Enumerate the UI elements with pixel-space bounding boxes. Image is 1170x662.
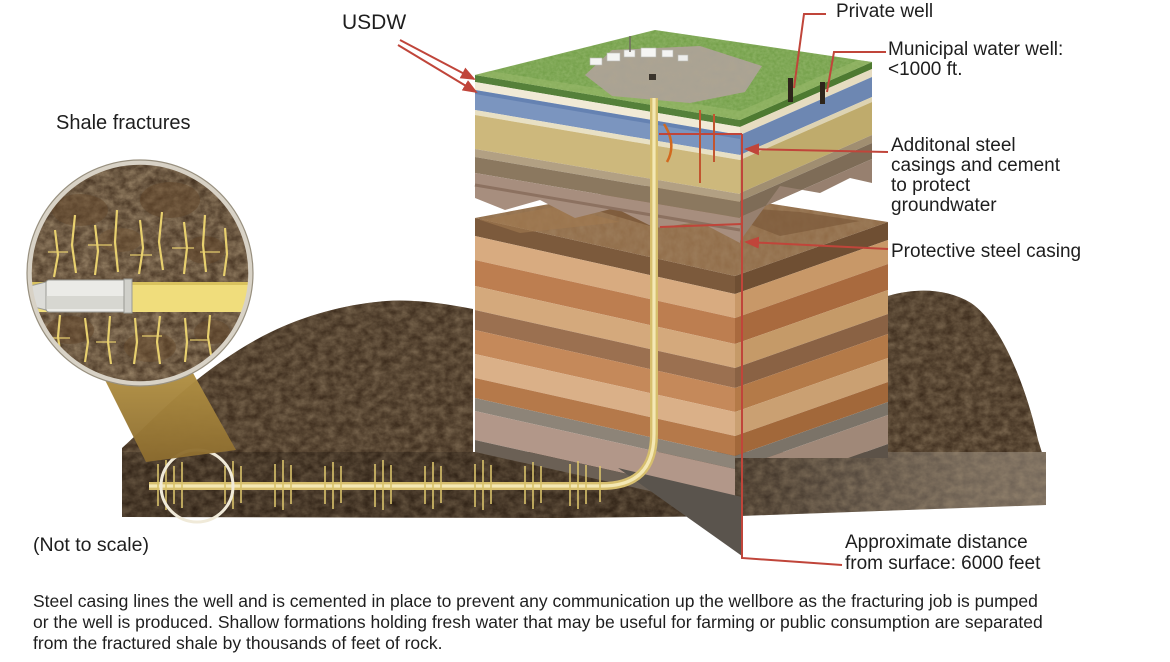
label-municipal-well-line1: Municipal water well:: [888, 39, 1064, 60]
depth-measurement-line: [741, 134, 843, 566]
protective-casing-leader: [744, 236, 889, 250]
caption-line2: or the well is produced. Shallow formati…: [33, 612, 1043, 632]
caption-line3: from the fractured shale by thousands of…: [33, 633, 443, 653]
middle-strata-block: [475, 185, 888, 556]
casing-hook: [662, 123, 673, 163]
casing-lines: [662, 110, 715, 183]
label-private-well: Private well: [836, 1, 934, 22]
leader-lines: [397, 13, 889, 566]
additional-casings-leader: [744, 143, 889, 156]
label-approx-distance: Approximate distance from surface: 6000 …: [845, 532, 1041, 574]
label-shale-fractures: Shale fractures: [56, 112, 191, 134]
casing-depth-bracket-2: [659, 223, 743, 228]
private-well-marker: [788, 78, 793, 102]
caption-line1: Steel casing lines the well and is cemen…: [33, 591, 1038, 611]
aquifer-layer: [475, 90, 740, 155]
drilling-equipment: [589, 36, 689, 80]
label-not-to-scale: (Not to scale): [33, 534, 149, 556]
caption-text: Steel casing lines the well and is cemen…: [33, 591, 1163, 654]
municipal-well-marker: [820, 82, 825, 104]
wellhead: [649, 74, 656, 80]
label-protective-casing: Protective steel casing: [891, 241, 1082, 262]
label-municipal-well: Municipal water well: <1000 ft.: [888, 40, 1063, 80]
wellbore: [149, 98, 658, 490]
fracture-cracks: [52, 209, 229, 365]
label-municipal-well-line2: <1000 ft.: [888, 59, 963, 80]
usdw-leader-1: [399, 39, 476, 80]
label-additional-casings: Additonal steel casings and cement to pr…: [891, 135, 1060, 216]
surface-block: [474, 30, 872, 243]
municipal-well-leader: [826, 51, 886, 93]
fracture-ticks: [157, 460, 601, 510]
deep-rock-wedge: [618, 468, 742, 556]
shale-fractures-inset: [26, 159, 254, 387]
label-usdw: USDW: [342, 11, 407, 34]
usdw-leader-2: [397, 44, 478, 94]
drill-pipe: [31, 278, 133, 314]
private-well-leader: [793, 13, 826, 89]
